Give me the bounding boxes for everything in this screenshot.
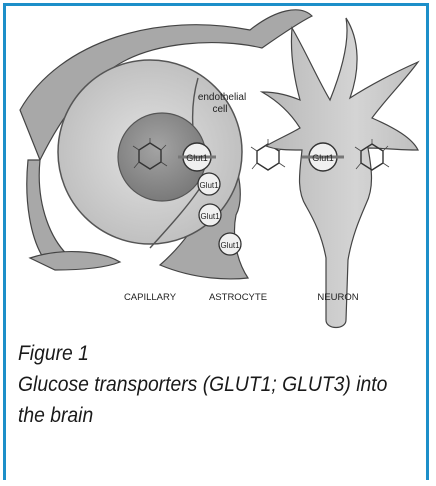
svg-text:Glut1: Glut1 [199,181,219,190]
svg-text:Glut1: Glut1 [186,153,208,163]
glut1-transporter-icon: Glut1 [219,233,241,255]
glucose-transport-diagram: endothelial cell Glut1 Glut1 Glut1 Glut1… [0,0,436,330]
figure-number: Figure 1 [18,338,386,369]
neuron-label: NEURON [317,292,358,303]
endothelial-cell-label-line1: endothelial [198,92,246,103]
figure-caption: Figure 1 Glucose transporters (GLUT1; GL… [18,338,386,431]
neuron-cell-body [262,18,418,328]
glut1-transporter-icon: Glut1 [199,204,221,226]
astrocyte-lower-process [30,252,120,270]
svg-text:Glut1: Glut1 [312,153,334,163]
glut1-transporter-icon: Glut1 [198,173,220,195]
astrocyte-label: ASTROCYTE [209,292,267,303]
caption-text-line1: Glucose transporters (GLUT1; GLUT3) into [18,369,386,400]
svg-text:Glut1: Glut1 [200,212,220,221]
svg-text:Glut1: Glut1 [220,241,240,250]
capillary-label: CAPILLARY [124,292,177,303]
endothelial-cell-label-line2: cell [212,104,227,115]
caption-text-line2: the brain [18,400,386,431]
